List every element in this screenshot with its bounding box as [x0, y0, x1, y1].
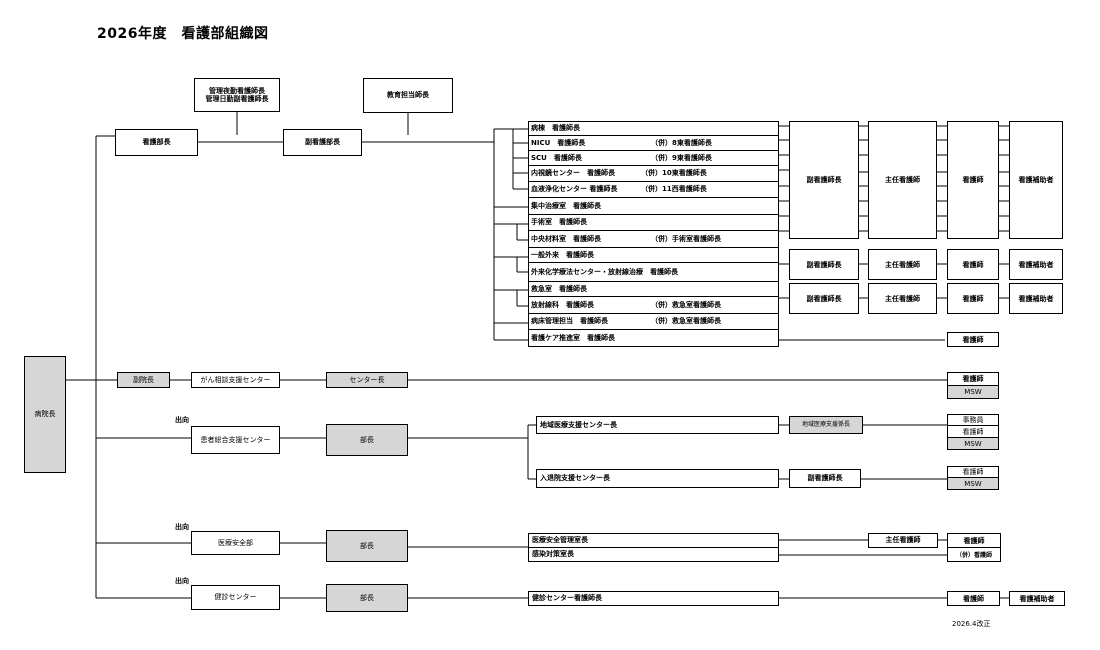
unit-name: 病床管理担当 看護師長	[531, 317, 608, 326]
checkup-head-nurse-box: 健診センター看護師長	[528, 591, 779, 606]
medical-safety-dept-box: 医療安全部	[191, 531, 280, 555]
center-head-box: センター長	[326, 372, 408, 388]
cancer-support-center-box: がん相談支援センター	[191, 372, 280, 388]
patient-support-center-box: 患者総合支援センター	[191, 426, 280, 454]
dispatch-label: 出向	[175, 416, 189, 424]
unit-row: 看護ケア推進室 看護師長	[529, 330, 778, 346]
education-head-box: 教育担当師長	[363, 78, 453, 113]
nurse-box: 看護師	[947, 591, 1000, 606]
unit-extra: （併）8東看護師長	[651, 138, 712, 147]
unit-row: NICU 看護師長 （併）8東看護師長	[529, 136, 778, 151]
unit-name: 血液浄化センター 看護師長	[531, 185, 618, 194]
unit-name: 放射線科 看護師長	[531, 300, 594, 309]
department-head-box: 部長	[326, 424, 408, 456]
nurse-box: 看護師	[947, 283, 999, 314]
unit-extra: （併）10東看護師長	[641, 169, 707, 178]
safety-management-room-box: 医療安全管理室長	[528, 533, 779, 548]
unit-name: 内視鏡センター 看護師長	[531, 169, 615, 178]
vice-head-nurse-box: 副看護師長	[789, 121, 859, 239]
unit-row: 救急室 看護師長	[529, 282, 778, 297]
hospital-director-box: 病院長	[24, 356, 66, 473]
unit-name: 病棟 看護師長	[531, 124, 580, 133]
nursing-assistant-box: 看護補助者	[1009, 121, 1063, 239]
nurse-box: 看護師	[947, 466, 999, 478]
nursing-assistant-box: 看護補助者	[1009, 591, 1065, 606]
msw-box: MSW	[947, 438, 999, 450]
unit-name: 外来化学療法センター・放射線治療 看護師長	[531, 267, 678, 276]
nurse-box: 看護師	[947, 533, 1001, 548]
health-checkup-center-box: 健診センター	[191, 585, 280, 610]
unit-extra: （併）11西看護師長	[641, 185, 707, 194]
unit-list: 病棟 看護師長 NICU 看護師長 （併）8東看護師長 SCU 看護師長 （併）9東…	[528, 121, 779, 347]
unit-extra: （併）手術室看護師長	[651, 234, 721, 243]
admission-support-center-head-box: 入退院支援センター長	[536, 469, 779, 488]
chief-nurse-box: 主任看護師	[868, 249, 937, 280]
unit-row: 一般外来 看護師長	[529, 248, 778, 263]
revision-date: 2026.4改正	[952, 620, 991, 628]
unit-row: 手術室 看護師長	[529, 215, 778, 231]
regional-support-staff-box: 地域医療支援係長	[789, 416, 863, 434]
nurse-box: 看護師	[947, 332, 999, 347]
vice-president-box: 副院長	[117, 372, 170, 388]
nurse-box: 看護師	[947, 121, 999, 239]
unit-row: 放射線科 看護師長 （併）救急室看護師長	[529, 297, 778, 314]
nursing-assistant-box: 看護補助者	[1009, 249, 1063, 280]
unit-name: 手術室 看護師長	[531, 218, 587, 227]
unit-row: 病床管理担当 看護師長 （併）救急室看護師長	[529, 314, 778, 330]
nursing-assistant-box: 看護補助者	[1009, 283, 1063, 314]
unit-extra: （併）救急室看護師長	[651, 317, 721, 326]
unit-row: 病棟 看護師長	[529, 122, 778, 136]
chief-nurse-box: 主任看護師	[868, 121, 937, 239]
department-head-box: 部長	[326, 584, 408, 612]
vice-head-nurse-box: 副看護師長	[789, 249, 859, 280]
unit-name: 看護ケア推進室 看護師長	[531, 333, 615, 342]
nurse-box: 看護師	[947, 426, 999, 438]
regional-support-center-head-box: 地域医療支援センター長	[536, 416, 779, 434]
unit-name: SCU 看護師長	[531, 153, 582, 162]
unit-row: 外来化学療法センター・放射線治療 看護師長	[529, 263, 778, 282]
night-duty-box: 管理夜勤看護師長 管理日勤副看護師長	[194, 78, 280, 112]
infection-control-room-box: 感染対策室長	[528, 548, 779, 562]
chief-nurse-box: 主任看護師	[868, 533, 938, 548]
msw-box: MSW	[947, 478, 999, 490]
nurse-box: 看護師	[947, 372, 999, 386]
concurrent-nurse-box: （併）看護師	[947, 548, 1001, 562]
vice-head-nurse-box: 副看護師長	[789, 283, 859, 314]
chief-nurse-box: 主任看護師	[868, 283, 937, 314]
unit-name: 中央材料室 看護師長	[531, 234, 601, 243]
night-duty-line-2: 管理日勤副看護師長	[205, 95, 269, 103]
unit-row: 集中治療室 看護師長	[529, 198, 778, 215]
page-title: 2026年度 看護部組織図	[97, 26, 269, 42]
vice-head-nurse-box: 副看護師長	[789, 469, 861, 488]
unit-row: 中央材料室 看護師長 （併）手術室看護師長	[529, 231, 778, 248]
vice-director-box: 副看護部長	[283, 129, 362, 156]
unit-name: 集中治療室 看護師長	[531, 201, 601, 210]
dispatch-label: 出向	[175, 523, 189, 531]
unit-extra: （併）9東看護師長	[651, 153, 712, 162]
dispatch-label: 出向	[175, 577, 189, 585]
nursing-director-box: 看護部長	[115, 129, 198, 156]
night-duty-line-1: 管理夜勤看護師長	[209, 86, 265, 95]
clerk-box: 事務員	[947, 414, 999, 426]
unit-row: SCU 看護師長 （併）9東看護師長	[529, 151, 778, 166]
unit-name: 一般外来 看護師長	[531, 250, 594, 259]
unit-extra: （併）救急室看護師長	[651, 300, 721, 309]
unit-row: 血液浄化センター 看護師長 （併）11西看護師長	[529, 182, 778, 198]
unit-name: NICU 看護師長	[531, 138, 586, 147]
unit-name: 救急室 看護師長	[531, 284, 587, 293]
nurse-box: 看護師	[947, 249, 999, 280]
unit-row: 内視鏡センター 看護師長 （併）10東看護師長	[529, 166, 778, 182]
department-head-box: 部長	[326, 530, 408, 562]
msw-box: MSW	[947, 386, 999, 399]
